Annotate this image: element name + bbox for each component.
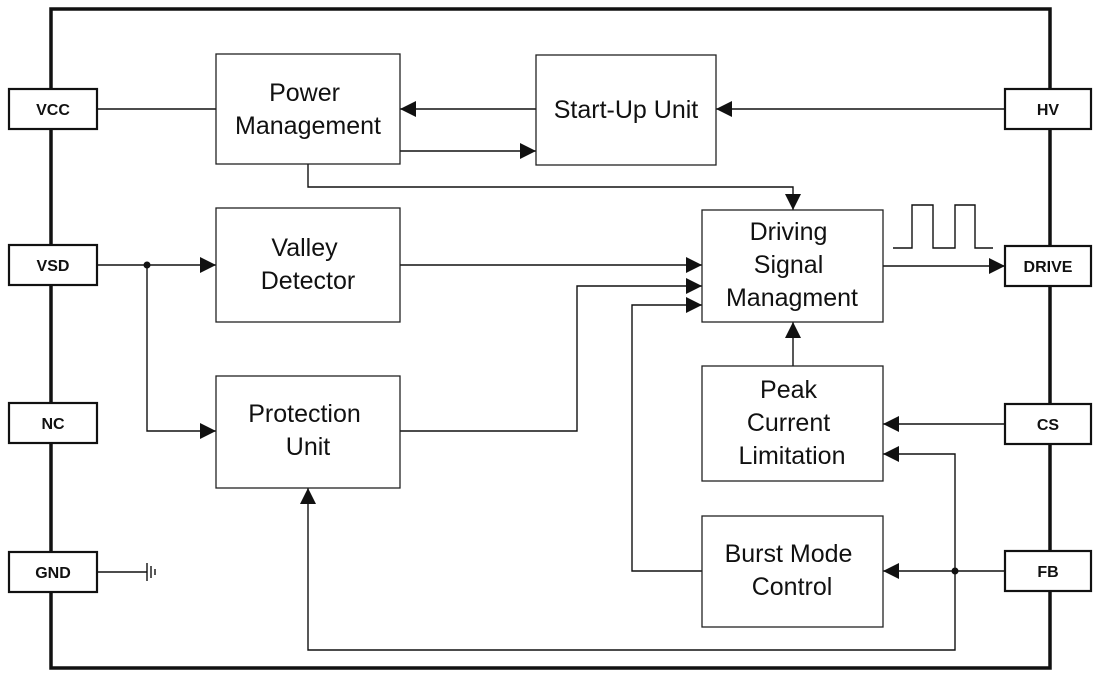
ground-icon (146, 563, 156, 581)
connections (97, 101, 1005, 651)
pin-nc: NC (7, 401, 99, 445)
wire-fb-protection (300, 488, 956, 651)
protection-unit-label: Unit (286, 433, 331, 461)
pin-fb-label: FB (1037, 564, 1058, 581)
chip-outline (49, 7, 1052, 670)
pin-hv: HV (1003, 87, 1093, 131)
pin-gnd: GND (7, 550, 99, 594)
valley-detector-label: Valley (271, 234, 338, 262)
pin-cs: CS (1003, 402, 1093, 446)
pin-gnd-label: GND (35, 565, 71, 582)
svg-text:Start-Up Unit: Start-Up Unit (554, 96, 699, 124)
pin-nc-label: NC (41, 416, 65, 433)
wire-burst-driving (631, 297, 702, 572)
pin-vsd: VSD (7, 243, 99, 287)
peak-current-label: Peak (760, 376, 817, 404)
protection-unit-label: Protection (248, 400, 361, 428)
driving-signal-block: Driving Signal Managment (701, 209, 884, 323)
pin-vcc: VCC (7, 87, 99, 131)
valley-detector-block: Valley Detector (215, 207, 401, 323)
startup-unit-block: Start-Up Unit (535, 54, 717, 166)
burst-mode-block: Burst Mode Control (701, 515, 884, 628)
peak-current-label: Current (747, 409, 830, 437)
pin-cs-label: CS (1037, 417, 1060, 434)
svg-text:Driving Signal Man: Driving Signal Managment (726, 218, 858, 312)
pulse-waveform-icon (893, 204, 993, 249)
valley-detector-label: Detector (261, 267, 355, 295)
peak-current-label: Limitation (739, 442, 846, 470)
driving-signal-label: Signal (754, 251, 824, 279)
junction-dot (951, 567, 959, 575)
pin-drive: DRIVE (1003, 244, 1093, 288)
pin-hv-label: HV (1037, 102, 1060, 119)
svg-text:Burst Mode Control: Burst Mode Control (725, 540, 860, 601)
svg-text:Valley Detector: Valley Detector (261, 234, 355, 295)
wire-protection-driving (400, 278, 702, 432)
junction-dot (143, 261, 151, 269)
peak-current-block: Peak Current Limitation (701, 365, 884, 482)
driving-signal-label: Driving (750, 218, 828, 246)
wire-power-driving (307, 164, 801, 210)
driving-signal-label: Managment (726, 284, 858, 312)
power-management-block: Power Management (215, 53, 401, 165)
svg-text:Peak Current Limit: Peak Current Limitation (739, 376, 846, 470)
burst-mode-label: Burst Mode (725, 540, 853, 568)
wire-fb-peak (883, 446, 956, 571)
power-management-label: Power (269, 79, 340, 107)
pin-vcc-label: VCC (36, 102, 70, 119)
burst-mode-label: Control (752, 573, 833, 601)
pin-fb: FB (1003, 549, 1093, 593)
svg-text:Power Management: Power Management (235, 79, 381, 140)
startup-unit-label: Start-Up Unit (554, 96, 699, 124)
protection-unit-block: Protection Unit (215, 375, 401, 489)
power-management-label: Management (235, 112, 381, 140)
pin-vsd-label: VSD (37, 258, 70, 275)
pin-drive-label: DRIVE (1024, 259, 1073, 276)
svg-text:Protection Unit: Protection Unit (248, 400, 368, 461)
wire-vsd-protection (146, 265, 216, 439)
